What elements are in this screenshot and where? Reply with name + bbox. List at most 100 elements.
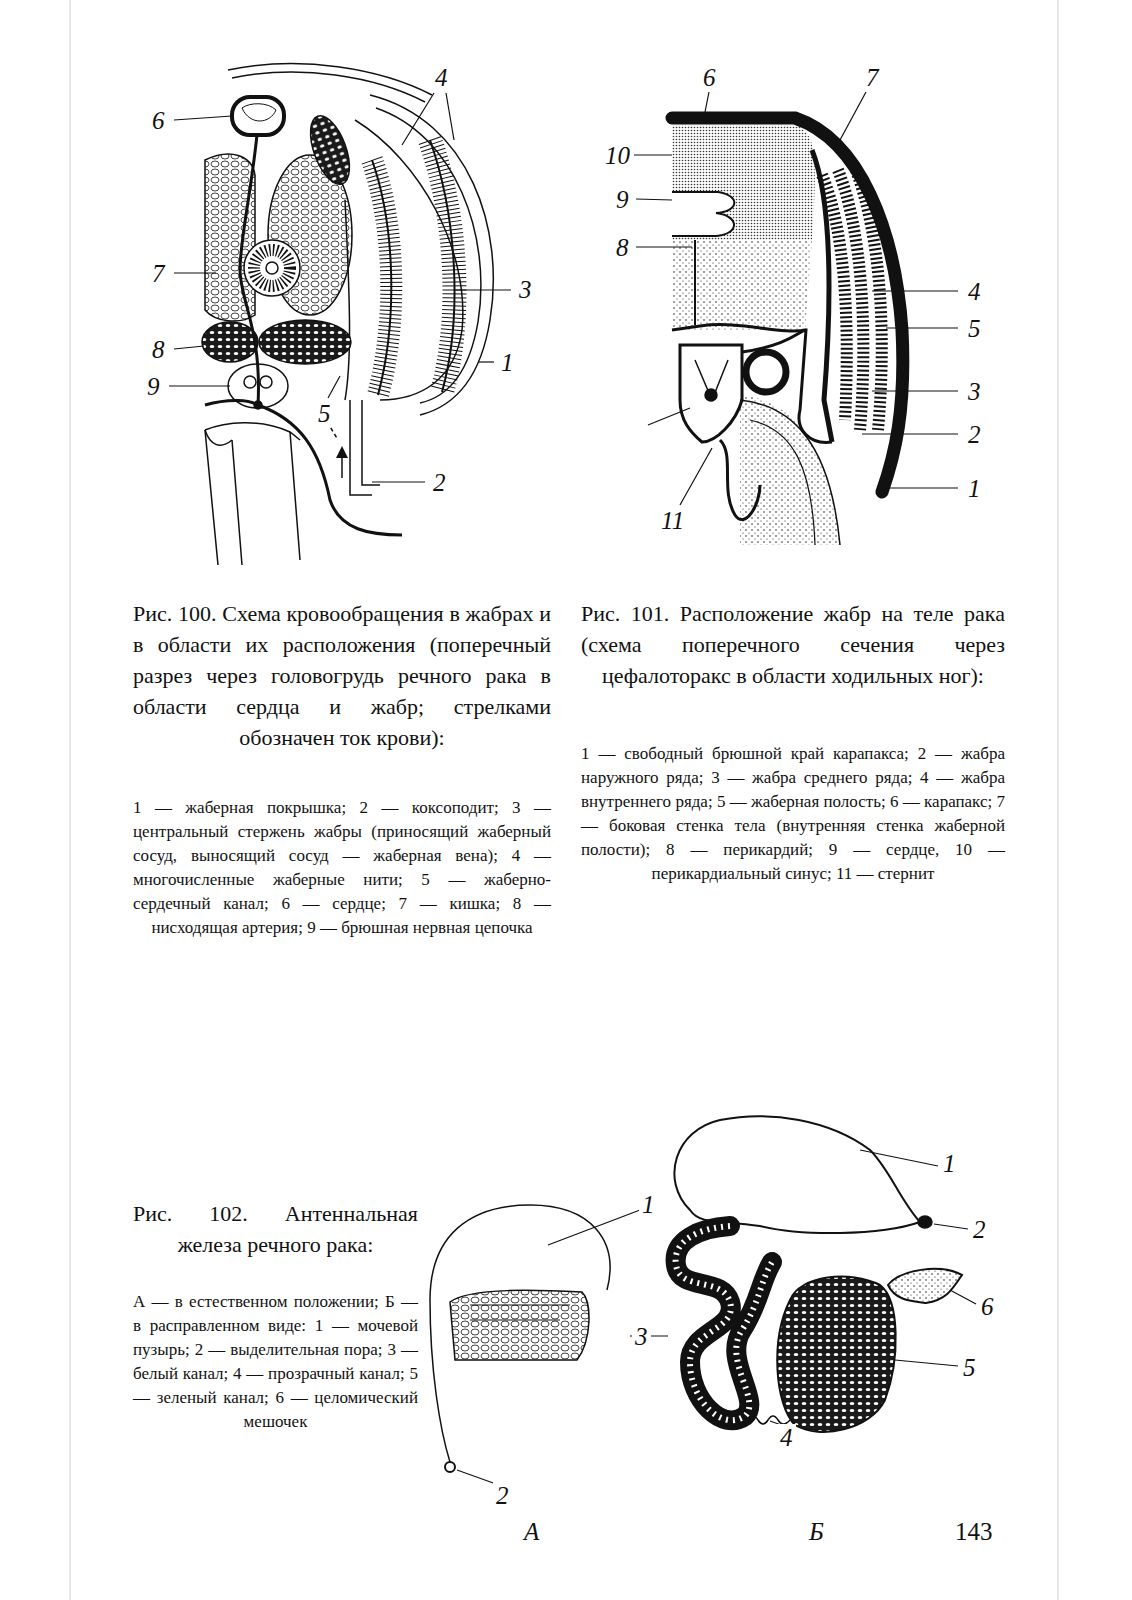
- figure-100-part: [254, 401, 262, 409]
- figure-caption: Рис. 100. Схема кровообращения в жабрах …: [133, 598, 551, 753]
- callout-number: 1: [639, 1191, 658, 1218]
- figure-legend: А — в естественном положении; Б — в расп…: [133, 1290, 418, 1434]
- figure-100-part: [266, 262, 278, 274]
- figure-100-part: [205, 423, 300, 440]
- leader-line-part: [457, 1470, 496, 1484]
- figure-100-part: [430, 140, 455, 392]
- figure-101-part: [705, 389, 717, 401]
- figure-102-a: [430, 1205, 610, 1472]
- leader-line-part: [548, 1210, 640, 1245]
- figure-100-part: [202, 322, 258, 362]
- panel-letter: Б: [806, 1518, 827, 1545]
- leader-line-part: [895, 1360, 958, 1366]
- callout-number: 5: [965, 315, 984, 342]
- figure-101: [648, 118, 903, 545]
- callout-number: 3: [632, 1323, 651, 1350]
- figure-102-a-part: [430, 1205, 610, 1462]
- figure-102-b: [674, 1116, 962, 1432]
- leader-line: [457, 1150, 976, 1484]
- figure-101-part: [648, 408, 690, 425]
- figure-100-part: [254, 250, 290, 286]
- callout-number: 1: [965, 475, 984, 502]
- figure-100-part: [370, 95, 493, 415]
- figure-100-part: [205, 154, 255, 321]
- leader-line-part: [872, 290, 958, 291]
- callout-number: 6: [978, 1293, 997, 1320]
- figure-legend: 1 — жаберная покрышка; 2 — коксоподит; 3…: [133, 796, 551, 940]
- leader-line-part: [174, 272, 216, 273]
- leader-line: [634, 92, 958, 505]
- figure-100-part: [205, 430, 232, 445]
- callout-number: 7: [863, 64, 882, 91]
- figure-100-part: [260, 376, 272, 388]
- leader-line-part: [328, 376, 340, 398]
- figure-caption: Рис. 101. Расположение жабр на теле рака…: [581, 598, 1005, 691]
- callout-number: 11: [658, 507, 687, 534]
- callout-number: 3: [516, 276, 535, 303]
- figure-100-part: [430, 140, 455, 392]
- figure-102-b-part: [777, 1277, 895, 1432]
- page-border-part: [1058, 0, 1059, 1600]
- figure-101-part: [742, 330, 832, 442]
- leader-line-part: [174, 116, 232, 120]
- figure-100-part: [303, 111, 358, 190]
- leader-line-part: [636, 246, 692, 247]
- figure-102-b-part: [888, 1269, 962, 1303]
- figure-caption: Рис. 102. Антеннальная железа речного ра…: [133, 1198, 418, 1260]
- figure-102-a-part: [445, 1462, 455, 1472]
- panel-letter: А: [521, 1518, 542, 1545]
- figure-101-part: [740, 400, 840, 545]
- figure-102-b-part: [676, 1226, 772, 1420]
- figure-102-a-part: [450, 1290, 589, 1360]
- callout-number: 6: [149, 107, 168, 134]
- leader-line-part: [446, 93, 454, 140]
- figure-101-part: [750, 420, 815, 545]
- callout-number: 9: [613, 186, 632, 213]
- figure-100-part: [350, 400, 372, 495]
- figure-101-part: [695, 360, 728, 400]
- callout-number: 2: [970, 1216, 989, 1243]
- figure-101-part: [672, 125, 815, 240]
- callout-number: 5: [315, 400, 334, 427]
- page-number: 143: [955, 1519, 993, 1544]
- callout-number: 2: [965, 421, 984, 448]
- callout-number: 1: [940, 1150, 959, 1177]
- figure-102-a-part: [470, 1305, 570, 1320]
- page-border-part: [70, 0, 71, 1600]
- figure-102-b-part: [748, 1416, 790, 1424]
- figure-100-part: [259, 320, 351, 364]
- leader-line-part: [886, 487, 958, 488]
- figure-100-part: [362, 400, 380, 485]
- figure-100-part: [240, 135, 258, 405]
- leader-line-part: [372, 481, 425, 482]
- figure-102-b-part: [676, 1226, 772, 1420]
- callout-number: 4: [432, 64, 451, 91]
- leader-line-part: [402, 93, 434, 145]
- leader-line: [169, 93, 511, 482]
- callout-number: 3: [965, 378, 984, 405]
- callout-number: 4: [965, 278, 984, 305]
- callout-number: 10: [602, 142, 633, 169]
- figure-101-part: [694, 240, 696, 325]
- figure-100-part: [355, 120, 463, 400]
- callout-number: 1: [498, 349, 517, 376]
- leader-line-part: [174, 346, 204, 349]
- figure-100-part: [228, 64, 432, 95]
- callout-number: 5: [960, 1354, 979, 1381]
- leader-line-part: [950, 1290, 976, 1304]
- figure-102-b-part: [674, 1116, 920, 1233]
- leader-line-part: [455, 289, 511, 290]
- leader-line-part: [840, 92, 866, 140]
- figure-100-part: [372, 160, 391, 395]
- figure-100-part: [232, 97, 284, 135]
- figure-100-part: [242, 104, 276, 121]
- leader-line-part: [680, 448, 712, 505]
- leader-line-part: [636, 199, 672, 200]
- callout-number: 4: [777, 1424, 796, 1451]
- figure-101-part: [672, 325, 806, 331]
- callout-number: 8: [149, 336, 168, 363]
- callout-number: 2: [430, 469, 449, 496]
- callout-number: 2: [493, 1482, 512, 1509]
- callout-number: 7: [149, 260, 168, 287]
